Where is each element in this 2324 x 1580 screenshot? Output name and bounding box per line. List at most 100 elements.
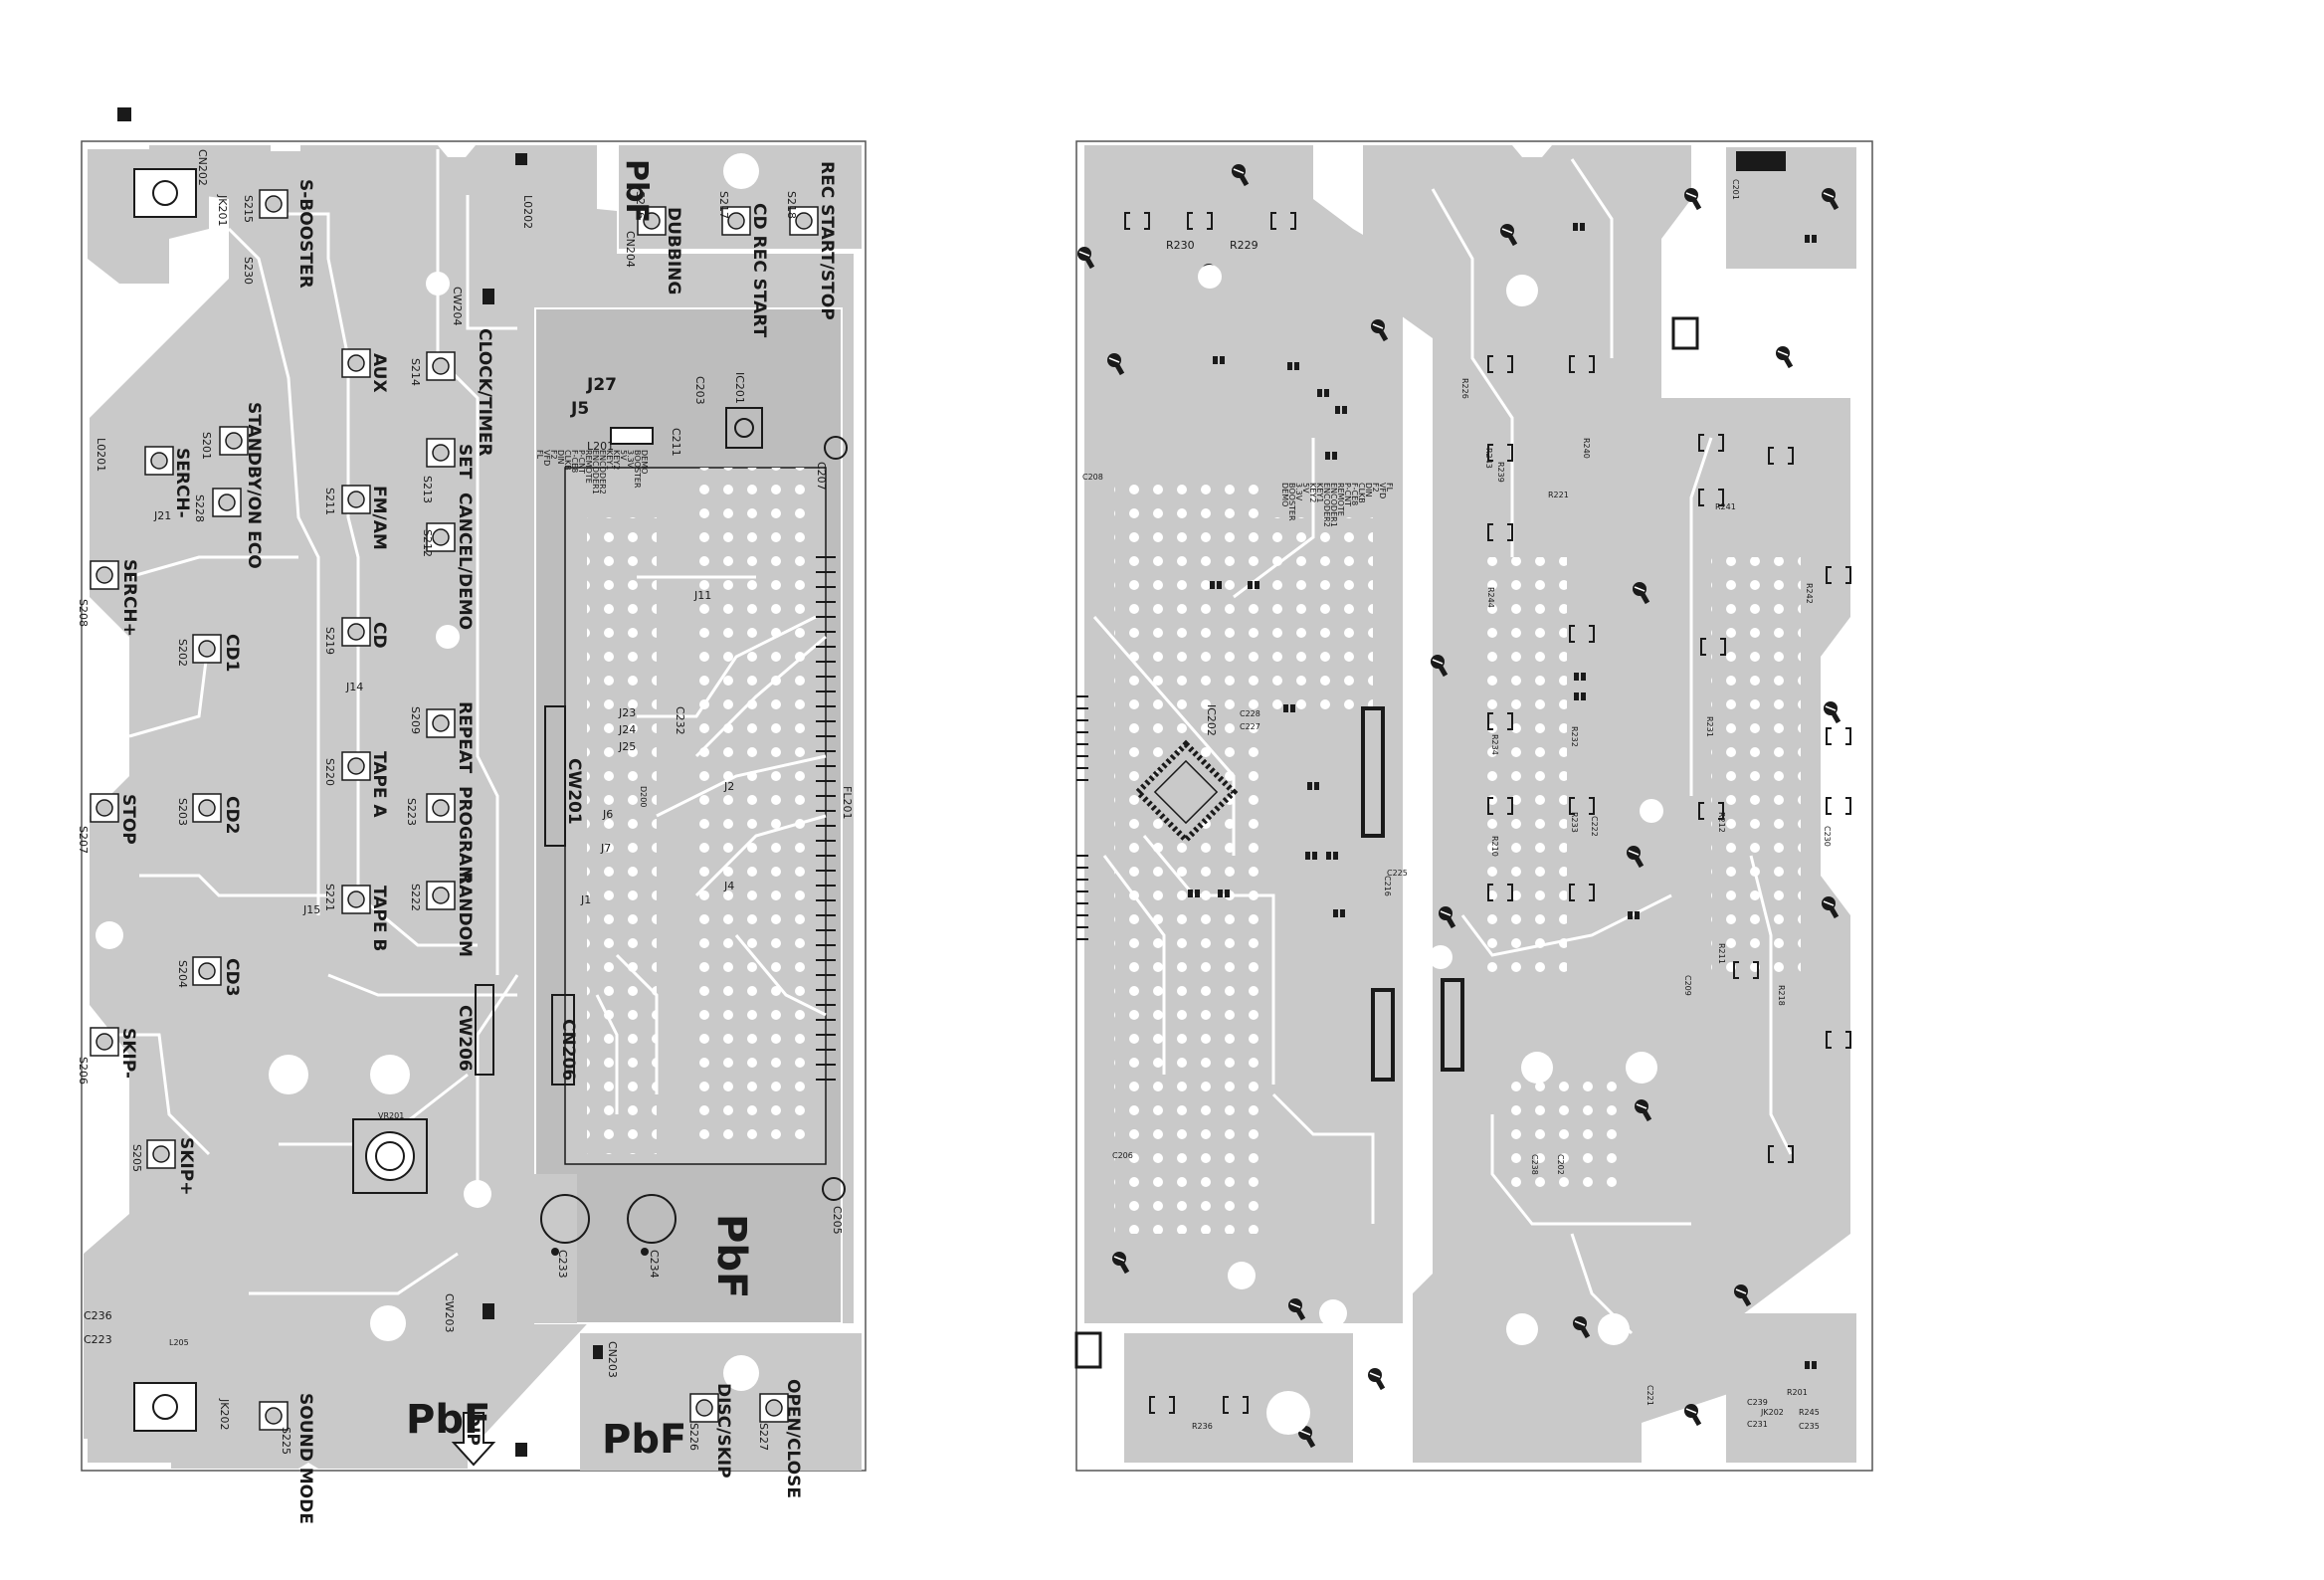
ref-s214: S214 xyxy=(409,358,422,386)
ref-jk202: JK202 xyxy=(1760,1408,1784,1417)
rpin-3v3: 3.3V xyxy=(1294,483,1303,501)
ic202-qfp xyxy=(1133,739,1239,845)
ref-r210: R210 xyxy=(1490,836,1499,857)
ref-j27: J27 xyxy=(586,375,617,395)
ref-s206: S206 xyxy=(77,1057,90,1085)
ref-c232: C232 xyxy=(674,706,686,735)
ref-jk201: JK201 xyxy=(216,194,229,226)
rpin-fl: FL xyxy=(1385,483,1394,493)
board-right xyxy=(1074,140,1873,1472)
ref-r243: R243 xyxy=(1484,448,1493,469)
ref-r230: R230 xyxy=(1166,239,1195,252)
ref-c234: C234 xyxy=(648,1250,661,1279)
label-aux: AUX xyxy=(369,353,389,393)
ref-cn203: CN203 xyxy=(606,1341,619,1378)
ref-c205: C205 xyxy=(831,1206,844,1235)
ref-r241: R241 xyxy=(1715,502,1736,511)
pin-pcnt: P-CNT xyxy=(577,450,586,474)
ref-s228: S228 xyxy=(193,494,206,522)
ref-j23: J23 xyxy=(618,706,636,719)
label-disc-skip: DISC/SKIP xyxy=(713,1383,733,1479)
pbf-marking-bottom-cd: PbF xyxy=(602,1417,686,1463)
right-main-panel xyxy=(1363,145,1850,1463)
dip-arrow xyxy=(451,1412,496,1467)
ref-j1: J1 xyxy=(580,893,591,906)
ref-s207: S207 xyxy=(77,826,90,854)
ref-s230: S230 xyxy=(242,257,255,285)
square-marker xyxy=(1671,316,1699,350)
pin-fce8: F-CE8 xyxy=(570,450,579,473)
label-stop: STOP xyxy=(118,794,138,845)
rpin-din: DIN xyxy=(1364,483,1373,497)
c211-capacitor xyxy=(610,427,654,445)
ref-s217: S217 xyxy=(717,191,730,219)
ref-j24: J24 xyxy=(618,723,636,736)
pin-fl: FL xyxy=(535,450,544,460)
fl201-pin-row xyxy=(816,556,836,1081)
ref-cn202: CN202 xyxy=(196,149,209,186)
ref-j7: J7 xyxy=(600,842,611,855)
ref-c201: C201 xyxy=(1731,179,1740,200)
rpin-5v: 5V xyxy=(1301,483,1310,494)
ref-r245: R245 xyxy=(1799,1408,1820,1417)
left-pin-label-layer: FL VFD F2 DIN CLKB F-CE8 P-CNT REMOTE EN… xyxy=(535,450,649,494)
ref-jk202: JK202 xyxy=(218,1398,231,1430)
ref-r212: R212 xyxy=(1717,812,1726,833)
label-standby: STANDBY/ON ECO xyxy=(244,402,264,569)
pin-f2: F2 xyxy=(549,450,558,460)
label-sound-mode: SOUND MODE xyxy=(295,1393,315,1524)
ref-j4: J4 xyxy=(723,880,734,892)
ref-s216: S216 xyxy=(634,191,647,219)
pin-3v3: 3.3V xyxy=(626,450,635,469)
ref-c208: C208 xyxy=(1082,473,1103,482)
label-cd-rec-start: CD REC START xyxy=(749,203,769,338)
ref-j6: J6 xyxy=(602,808,613,821)
c201-header xyxy=(1736,151,1786,171)
rpin-key2: KEY2 xyxy=(1308,483,1317,502)
ref-j14: J14 xyxy=(345,681,363,693)
ref-fl201: FL201 xyxy=(841,786,854,819)
ref-cn206: CN206 xyxy=(558,1019,578,1081)
ref-r240: R240 xyxy=(1582,438,1591,459)
right-pin-label-layer: FL VFD F2 DIN CLKB F-CE8 P-CNT REMOTE EN… xyxy=(1280,483,1394,527)
ref-r244: R244 xyxy=(1486,587,1495,608)
pin-encoder1: ENCODER1 xyxy=(591,450,600,494)
ref-s218: S218 xyxy=(785,191,798,219)
left-marking-layer: PbF PbF PbF PbF DIP xyxy=(406,159,754,1463)
label-cd: CD xyxy=(369,622,389,649)
ref-s215: S215 xyxy=(242,195,255,223)
rpin-demo: DEMO xyxy=(1280,483,1289,506)
label-cd1: CD1 xyxy=(222,634,242,672)
ref-r236: R236 xyxy=(1192,1422,1213,1431)
ref-s227: S227 xyxy=(757,1423,770,1451)
rpin-f2: F2 xyxy=(1371,483,1380,493)
rpin-fce8: F-CE8 xyxy=(1350,483,1359,505)
rpin-key1: KEY1 xyxy=(1315,483,1324,502)
pin-din: DIN xyxy=(556,450,565,465)
ref-c203: C203 xyxy=(693,376,706,405)
right-lower-panel xyxy=(517,1174,577,1323)
rpin-remote: REMOTE xyxy=(1336,483,1345,516)
ref-s208: S208 xyxy=(77,599,90,627)
ref-s213: S213 xyxy=(421,476,434,503)
ref-j5: J5 xyxy=(570,399,589,419)
ref-d200: D200 xyxy=(639,786,648,807)
pbf-marking-display: PbF xyxy=(708,1214,754,1298)
label-cancel-demo: CANCEL/DEMO xyxy=(455,493,475,630)
ref-c202: C202 xyxy=(1556,1154,1565,1175)
label-random: RANDOM xyxy=(455,872,475,957)
ref-r234: R234 xyxy=(1490,734,1499,755)
dip-marking: DIP xyxy=(463,1413,483,1446)
jk202-jack xyxy=(133,1382,197,1432)
ic201-regulator xyxy=(725,407,763,449)
c205-capacitor xyxy=(822,1177,846,1201)
ref-c206: C206 xyxy=(1112,1151,1133,1160)
ref-s212: S212 xyxy=(421,529,434,557)
ref-s221: S221 xyxy=(323,884,336,911)
right-top-corner-module xyxy=(1726,147,1856,269)
cn202-jack xyxy=(133,168,197,218)
rpin-booster: BOOSTER xyxy=(1287,483,1296,521)
board-left xyxy=(81,107,867,1472)
label-cd2: CD2 xyxy=(222,796,242,834)
cw201-connector xyxy=(544,705,566,847)
